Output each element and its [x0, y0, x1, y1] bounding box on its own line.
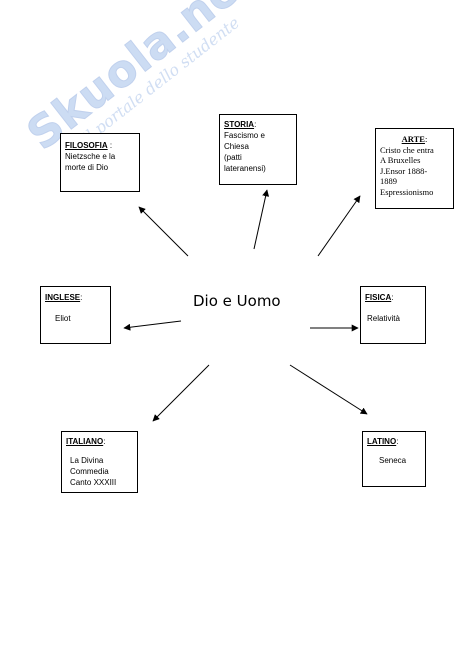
box-filosofia-text: Nietzsche e la morte di Dio — [65, 152, 116, 172]
box-filosofia-title: FILOSOFIA — [65, 141, 108, 150]
box-inglese-text: Eliot — [55, 314, 71, 323]
box-italiano-colon: : — [103, 437, 106, 446]
box-arte-text: Cristo che entra A Bruxelles J.Ensor 188… — [380, 144, 434, 197]
box-latino-text: Seneca — [379, 456, 407, 465]
box-inglese-title: INGLESE — [45, 293, 81, 302]
box-fisica-title: FISICA — [365, 293, 392, 302]
box-italiano-text: La Divina Commedia Canto XXXIII — [70, 456, 117, 487]
box-inglese: INGLESE: Eliot — [40, 286, 111, 344]
center-label: Dio e Uomo — [193, 292, 281, 310]
box-italiano-title: ITALIANO — [66, 437, 104, 446]
box-italiano: ITALIANO: La Divina Commedia Canto XXXII… — [61, 431, 138, 493]
arrow-to-italiano — [152, 364, 210, 422]
box-latino: LATINO: Seneca — [362, 431, 426, 487]
arrow-to-latino — [289, 364, 368, 415]
box-arte-title: ARTE — [401, 134, 425, 144]
box-storia: STORIA: Fascismo e Chiesa (patti lateran… — [219, 114, 297, 185]
box-fisica: FISICA: Relatività — [360, 286, 426, 344]
arrow-to-filosofia — [138, 206, 189, 257]
box-fisica-text: Relatività — [367, 314, 400, 323]
box-latino-title: LATINO — [367, 437, 397, 446]
box-storia-title: STORIA — [224, 120, 255, 129]
box-storia-text: Fascismo e Chiesa (patti lateranensi) — [224, 131, 266, 173]
box-arte: ARTE: Cristo che entra A Bruxelles J.Ens… — [375, 128, 454, 209]
box-fisica-colon: : — [391, 293, 394, 302]
arrow-to-arte — [317, 195, 361, 257]
box-inglese-colon: : — [80, 293, 83, 302]
box-filosofia-colon: : — [107, 141, 113, 150]
box-latino-colon: : — [396, 437, 399, 446]
arrow-to-storia — [253, 189, 270, 250]
box-filosofia: FILOSOFIA : Nietzsche e la morte di Dio — [60, 133, 140, 192]
box-arte-colon: : — [424, 134, 428, 144]
arrow-to-inglese — [123, 320, 182, 331]
box-storia-colon: : — [254, 120, 257, 129]
